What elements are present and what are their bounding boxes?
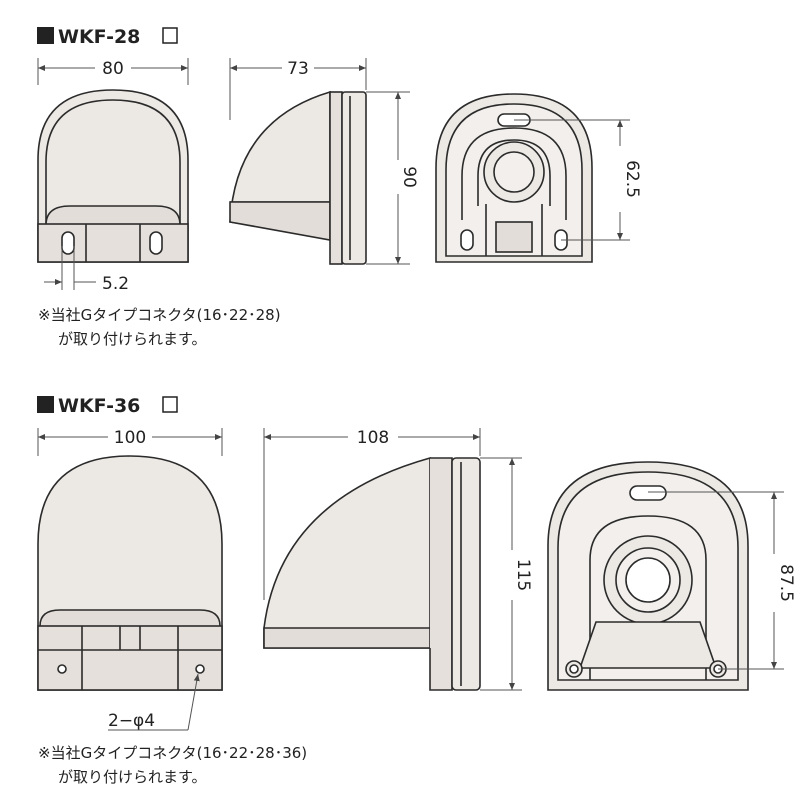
wkf36-depth-label: 108 xyxy=(357,428,389,448)
wkf36-note-line1: ※当社Gタイプコネクタ(16･22･28･36) xyxy=(38,744,307,762)
wkf36-height-dimension xyxy=(480,457,522,691)
wkf28-title-square xyxy=(37,27,54,44)
wkf36-holes-label: 2−φ4 xyxy=(108,711,155,731)
wkf36-holes-leader xyxy=(108,673,200,731)
wkf36-pitch-dimension xyxy=(648,491,784,670)
wkf36-section: WKF-36 100 2−φ4 xyxy=(37,395,796,786)
wkf28-section: WKF-28 80 5.2 xyxy=(37,26,642,348)
wkf28-height-label: 90 xyxy=(399,166,419,188)
wkf28-depth-dimension xyxy=(229,58,367,120)
wkf36-pitch-label: 87.5 xyxy=(776,564,796,602)
wkf36-title-square xyxy=(37,396,54,413)
wkf28-title-box xyxy=(162,27,178,44)
wkf28-note-line1: ※当社Gタイプコネクタ(16･22･28) xyxy=(38,306,281,324)
wkf36-back-view xyxy=(547,461,749,691)
wkf28-note-line2: が取り付けられます。 xyxy=(58,330,207,348)
wkf28-slot-label: 5.2 xyxy=(102,274,129,294)
wkf36-width-dimension xyxy=(37,428,223,456)
wkf36-side-view xyxy=(263,456,481,691)
wkf28-slot-dimension xyxy=(44,246,96,290)
wkf28-front-view xyxy=(37,89,189,263)
wkf36-width-label: 100 xyxy=(114,428,146,448)
wkf28-back-view xyxy=(435,93,593,263)
wkf28-width-dimension xyxy=(37,58,189,85)
wkf36-note-line2: が取り付けられます。 xyxy=(58,768,207,786)
wkf36-title: WKF-36 xyxy=(58,395,140,417)
wkf28-title: WKF-28 xyxy=(58,26,140,48)
wkf28-width-label: 80 xyxy=(102,59,124,79)
wkf28-height-dimension xyxy=(366,91,410,265)
wkf36-depth-dimension xyxy=(263,428,481,600)
wkf28-pitch-label: 62.5 xyxy=(622,160,642,198)
wkf28-depth-label: 73 xyxy=(287,59,309,79)
wkf36-height-label: 115 xyxy=(513,559,533,591)
wkf36-front-view xyxy=(37,455,223,691)
wkf28-side-view xyxy=(229,90,367,265)
wkf36-title-box xyxy=(162,396,178,413)
wkf28-pitch-dimension xyxy=(514,119,630,241)
